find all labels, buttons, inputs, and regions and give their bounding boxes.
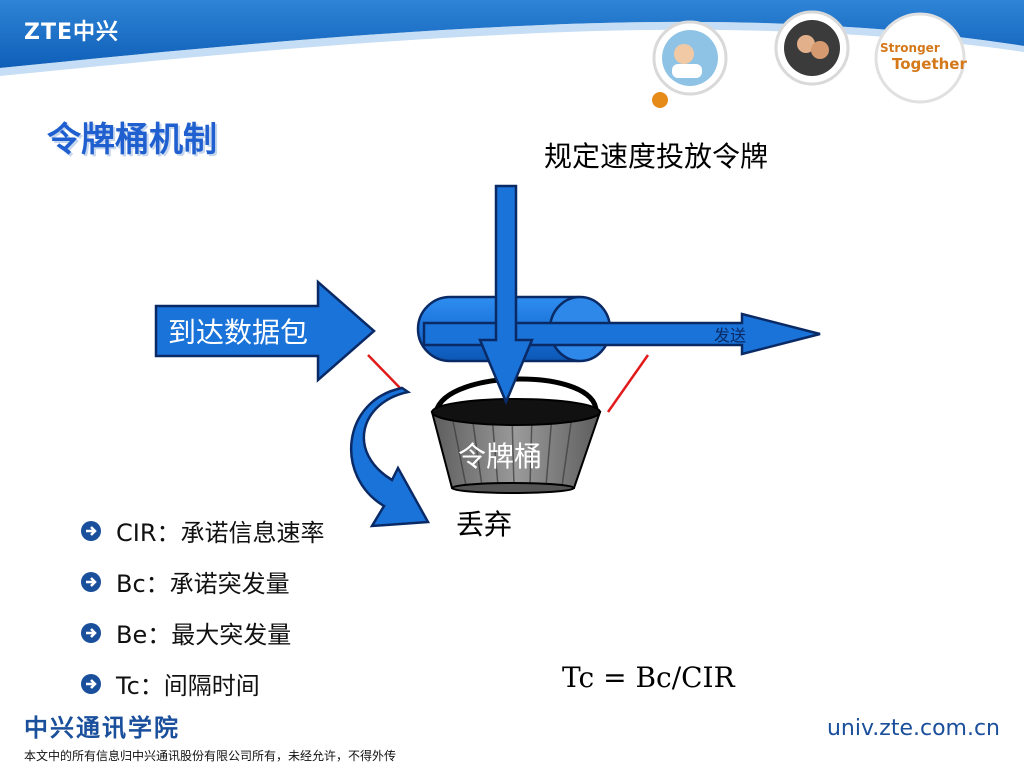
arriving-packets-arrow: 到达数据包 — [154, 279, 376, 383]
bullet-text-be: Be：最大突发量 — [116, 621, 292, 649]
footer-org-name: 中兴通讯学院 — [24, 714, 180, 742]
orange-dot — [652, 92, 668, 108]
arrow-bullet-icon — [81, 520, 101, 541]
bullet-text-tc: Tc：间隔时间 — [116, 672, 260, 700]
discard-label: 丢弃 — [456, 508, 512, 541]
slogan-badge: Stronger Together — [874, 12, 967, 104]
bullet-text-cir: CIR：承诺信息速率 — [116, 519, 325, 547]
header-background: Stronger Together — [0, 0, 1024, 108]
definition-list: CIR：承诺信息速率 Bc：承诺突发量 Be：最大突发量 Tc：间隔时间 — [80, 505, 325, 709]
red-line-right — [606, 354, 650, 413]
list-item: Tc：间隔时间 — [80, 658, 325, 709]
slogan-line-2: Together — [892, 55, 967, 73]
arrow-bullet-icon — [81, 673, 101, 694]
red-line-left — [367, 354, 403, 391]
list-item: Be：最大突发量 — [80, 607, 325, 658]
token-source-label: 规定速度投放令牌 — [544, 140, 768, 173]
footer-left: 中兴通讯学院 本文中的所有信息归中兴通讯股份有限公司所有，未经允许，不得外传 — [24, 708, 396, 764]
arrow-bullet-icon — [81, 571, 101, 592]
list-item: Bc：承诺突发量 — [80, 556, 325, 607]
token-bucket: 令牌桶 — [430, 398, 602, 494]
photo-circle-2 — [774, 10, 850, 86]
footer-url: univ.zte.com.cn — [826, 716, 1000, 741]
slide-title: 令牌桶机制 — [47, 120, 217, 160]
bucket-label: 令牌桶 — [458, 440, 542, 473]
footer-copyright: 本文中的所有信息归中兴通讯股份有限公司所有，未经允许，不得外传 — [24, 749, 397, 763]
formula: Tc = Bc/CIR — [562, 661, 735, 694]
bullet-text-bc: Bc：承诺突发量 — [116, 570, 290, 598]
photo-circle-1 — [652, 20, 728, 96]
token-drop-arrow — [478, 184, 534, 406]
bucket-handle — [433, 376, 599, 413]
send-label: 发送 — [714, 326, 746, 345]
arriving-packets-label: 到达数据包 — [168, 316, 308, 349]
zte-logo: ZTE中兴 — [24, 20, 119, 45]
arrow-bullet-icon — [81, 622, 101, 643]
slogan-line-1: Stronger — [880, 41, 940, 55]
discard-arrow — [349, 386, 431, 528]
list-item: CIR：承诺信息速率 — [80, 505, 325, 556]
header-banner: Stronger Together ZTE中兴 — [0, 0, 1024, 115]
